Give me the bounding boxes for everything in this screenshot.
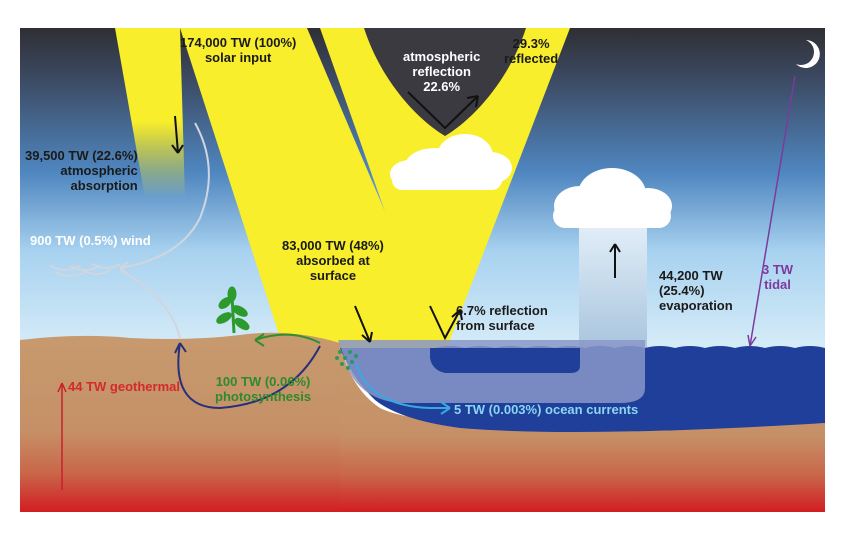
tidal-arrow <box>749 75 796 347</box>
reflected-label: 29.3%reflected <box>504 36 559 66</box>
photosynthesis-label: 100 TW (0.06%)photosynthesis <box>215 374 312 404</box>
reflection-gap <box>364 28 526 136</box>
plant-icon <box>216 286 250 334</box>
algae-icon <box>335 350 358 370</box>
evaporation-column <box>579 206 647 348</box>
photosynthesis-arrowhead <box>254 333 265 347</box>
land <box>20 332 345 512</box>
reflection-arrows <box>171 91 621 343</box>
reflection-beams <box>320 28 570 353</box>
wind-label: 900 TW (0.5%) wind <box>30 233 151 248</box>
solar-input-beam <box>180 28 445 353</box>
diagram-canvas <box>20 28 825 512</box>
wind-arrow <box>119 122 210 339</box>
wind-gust-icon <box>49 263 121 277</box>
ocean-current-inner <box>430 348 580 373</box>
ocean-currents-label: 5 TW (0.003%) ocean currents <box>454 402 639 417</box>
tidal-arrowhead <box>747 334 757 347</box>
cloud-icon <box>390 134 512 190</box>
photosynthesis-loop-arrow <box>177 342 321 410</box>
photosynthesis-arrow <box>254 333 321 344</box>
geothermal-arrowhead <box>57 382 67 393</box>
ocean-current-arrowhead <box>440 401 451 415</box>
evaporation-label: 44,200 TW(25.4%)evaporation <box>659 268 733 313</box>
ocean-current-arrow <box>355 363 450 409</box>
photosynthesis-loop-head <box>174 342 187 354</box>
solar-input-label: 174,000 TW (100%)solar input <box>180 35 297 65</box>
cloud-icon <box>553 168 672 228</box>
seafloor <box>340 343 825 512</box>
atmospheric-absorption-beam <box>115 28 185 198</box>
moon-icon <box>796 40 820 68</box>
geothermal-label: 44 TW geothermal <box>68 379 180 394</box>
energy-flow-diagram: 174,000 TW (100%)solar input atmospheric… <box>20 28 825 512</box>
